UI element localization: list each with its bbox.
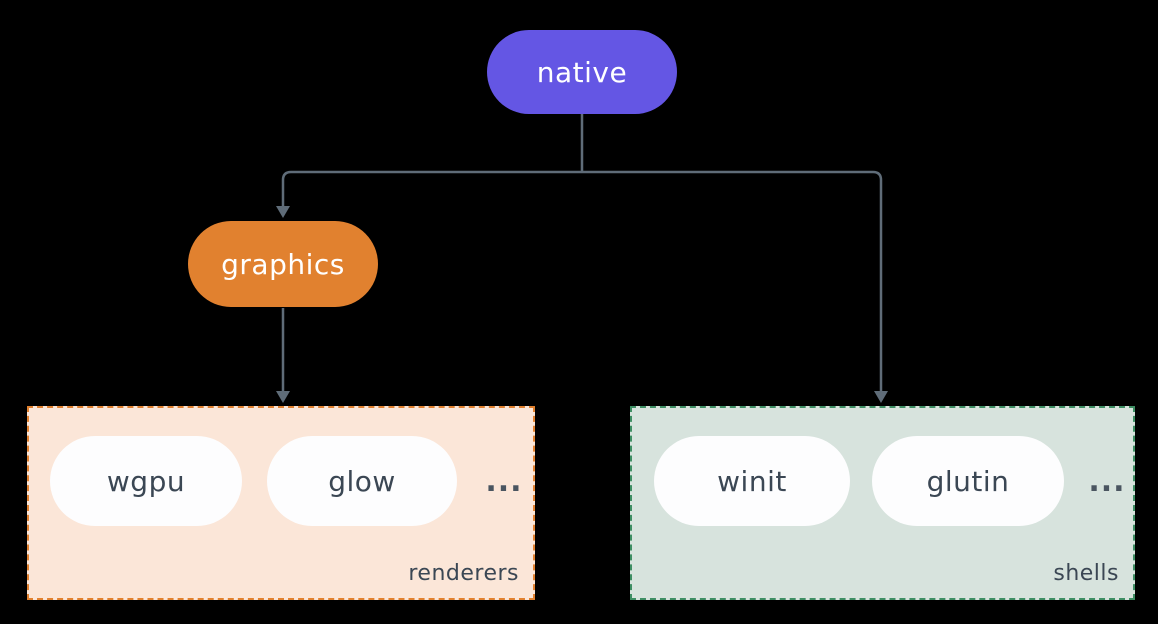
group-label-shells: shells — [1053, 561, 1119, 586]
group-shells: winit glutin ... shells — [630, 406, 1135, 600]
group-renderers: wgpu glow ... renderers — [27, 406, 535, 600]
node-graphics: graphics — [188, 221, 378, 307]
arrowhead-to-shells-icon — [874, 391, 888, 403]
node-glutin: glutin — [872, 436, 1064, 526]
node-glow: glow — [267, 436, 457, 526]
node-winit: winit — [654, 436, 850, 526]
node-native: native — [487, 30, 677, 114]
arrowhead-to-renderers-icon — [276, 391, 290, 403]
ellipsis-shells: ... — [1088, 463, 1126, 499]
arrowhead-to-graphics-icon — [276, 206, 290, 218]
group-label-renderers: renderers — [408, 561, 519, 586]
ellipsis-renderers: ... — [485, 463, 523, 499]
node-wgpu: wgpu — [50, 436, 242, 526]
